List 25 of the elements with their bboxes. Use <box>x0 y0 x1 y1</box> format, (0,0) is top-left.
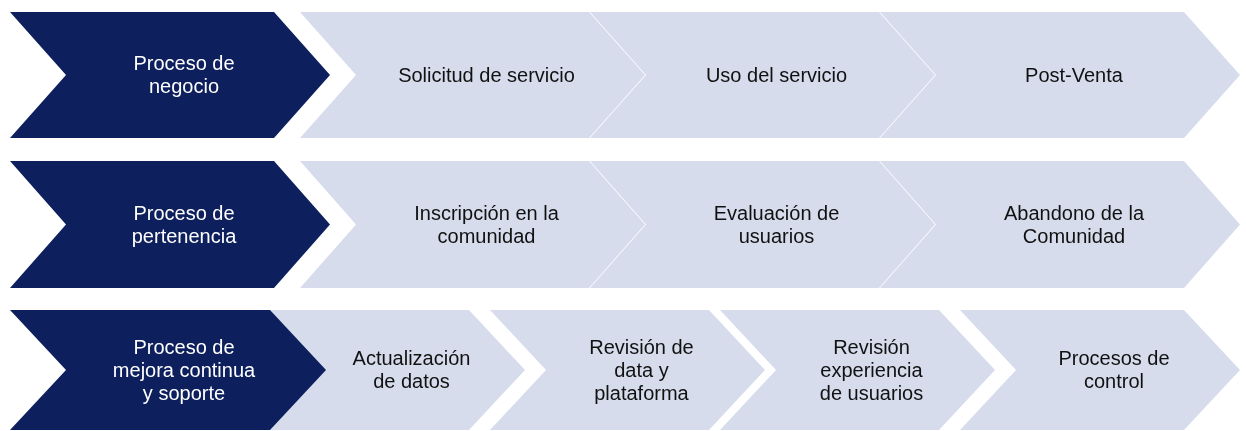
process-stage-panel <box>300 12 645 138</box>
step-label: Proceso de pertenencia <box>130 201 238 248</box>
step-label: Evaluación de usuarios <box>712 201 841 248</box>
step-label: Revisión de data y plataforma <box>588 335 695 405</box>
step-label: Proceso de negocio <box>132 52 236 98</box>
step-label: Abandono de la Comunidad <box>1002 201 1146 248</box>
process-stage-panel <box>490 310 765 430</box>
process-heading-panel <box>10 161 330 288</box>
process-stage-panel <box>270 310 525 430</box>
step-label: Proceso de mejora continua y soporte <box>111 335 257 405</box>
process-heading-panel <box>10 12 330 138</box>
process-stage-panel <box>720 310 995 430</box>
process-stage-panel <box>590 161 935 288</box>
process-stage-panel <box>590 12 935 138</box>
step-label: Actualización de datos <box>351 347 472 393</box>
process-stage-panel <box>880 12 1240 138</box>
step-label: Procesos de control <box>1057 347 1171 393</box>
process-stage-panel <box>880 161 1240 288</box>
process-stage-panel <box>300 161 645 288</box>
step-label: Uso del servicio <box>704 63 849 87</box>
step-label: Revisión experiencia de usuarios <box>818 335 925 405</box>
step-label: Inscripción en la comunidad <box>413 201 560 248</box>
process-stage-panel <box>960 310 1240 430</box>
step-label: Solicitud de servicio <box>397 63 576 87</box>
step-label: Post-Venta <box>1024 63 1124 87</box>
